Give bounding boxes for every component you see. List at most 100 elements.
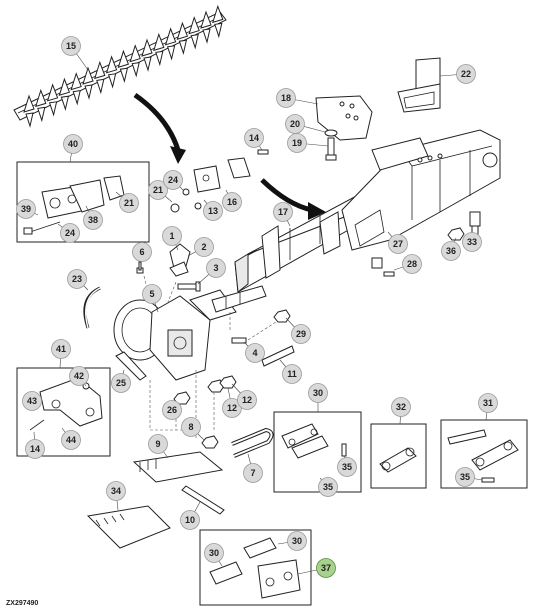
main-frame-tube <box>234 193 371 293</box>
sickle-tooth <box>153 32 165 52</box>
callout-bubble <box>478 393 498 413</box>
callout-number: 26 <box>167 405 177 415</box>
bolt-19 <box>324 129 338 161</box>
callout-bubble <box>243 463 263 483</box>
rod-10 <box>181 485 225 515</box>
callout-bubble <box>163 170 183 190</box>
skid-plate-34 <box>86 505 171 549</box>
sickle-bar <box>13 4 227 128</box>
callout-number: 31 <box>483 398 493 408</box>
callout-bubble <box>245 343 265 363</box>
sickle-guard <box>202 28 211 44</box>
callout-32: 32 <box>391 397 411 425</box>
callout-30: 30 <box>308 383 328 412</box>
sickle-guard <box>96 78 105 95</box>
callout-bubble <box>181 417 201 437</box>
clip-23 <box>83 286 101 329</box>
callout-bubble <box>441 241 461 261</box>
callout-number: 34 <box>111 486 121 496</box>
callout-25: 25 <box>111 369 131 393</box>
sickle-guard <box>214 22 223 39</box>
callout-35: 35 <box>337 455 357 477</box>
callout-number: 23 <box>72 274 82 284</box>
gearbox-housing <box>113 289 237 381</box>
callout-44: 44 <box>61 427 81 450</box>
callout-bubble <box>273 202 293 222</box>
sickle-guard <box>131 62 140 78</box>
callout-number: 9 <box>155 439 160 449</box>
callout-number: 25 <box>116 378 126 388</box>
callout-15: 15 <box>61 36 89 71</box>
callout-bubble <box>61 430 81 450</box>
detail-box-32 <box>370 423 427 489</box>
sickle-tooth <box>23 94 35 113</box>
callout-number: 4 <box>252 348 257 358</box>
callout-number: 17 <box>278 207 288 217</box>
callout-bubble <box>63 134 83 154</box>
callout-number: 18 <box>281 93 291 103</box>
callout-39: 39 <box>16 199 39 219</box>
callout-number: 1 <box>169 231 174 241</box>
callout-bubble <box>285 114 305 134</box>
sickle-guard <box>166 45 176 61</box>
sickle-guard <box>60 95 70 112</box>
callout-35: 35 <box>318 477 338 497</box>
callout-9: 9 <box>148 434 169 459</box>
callout-bubble <box>276 88 296 108</box>
callout-bubble <box>194 237 214 257</box>
callout-bubble <box>132 242 152 262</box>
callout-number: 11 <box>287 369 297 379</box>
callout-bubble <box>60 223 80 243</box>
bolt-25 <box>115 351 147 381</box>
callout-number: 16 <box>227 197 237 207</box>
callout-number: 5 <box>149 289 154 299</box>
callout-bubble <box>16 199 36 219</box>
callout-number: 12 <box>227 403 237 413</box>
callout-number: 24 <box>65 228 75 238</box>
callout-10: 10 <box>180 501 201 530</box>
callout-number: 30 <box>292 536 302 546</box>
callout-number: 35 <box>342 462 352 472</box>
callout-number: 14 <box>30 444 40 454</box>
callout-16: 16 <box>222 189 242 212</box>
callout-number: 30 <box>209 548 219 558</box>
callout-34: 34 <box>106 481 126 511</box>
callout-number: 33 <box>467 237 477 247</box>
callout-12: 12 <box>231 383 257 410</box>
callout-bubble <box>237 390 257 410</box>
callout-number: 19 <box>292 138 302 148</box>
callout-27: 27 <box>387 231 408 254</box>
sickle-tooth <box>212 4 224 24</box>
callout-bubble <box>337 457 357 477</box>
callout-number: 35 <box>460 472 470 482</box>
callout-7: 7 <box>243 453 263 483</box>
sickle-tooth <box>141 38 153 57</box>
callout-bubble <box>203 201 223 221</box>
upper-frame <box>341 129 501 251</box>
callout-bubble <box>111 373 131 393</box>
callout-number: 14 <box>249 133 259 143</box>
callout-number: 21 <box>153 185 163 195</box>
callout-18: 18 <box>276 88 319 108</box>
callout-bubble <box>456 64 476 84</box>
sickle-tooth <box>105 55 118 74</box>
callout-bubble <box>106 481 126 501</box>
callout-number: 2 <box>201 242 206 252</box>
callout-2: 2 <box>187 237 214 257</box>
callout-number: 29 <box>296 329 306 339</box>
callout-14: 14 <box>244 128 264 151</box>
flow-arrows <box>133 92 326 220</box>
callout-layer: 1234567891011121213141415161718192021212… <box>16 36 498 578</box>
callout-bubble <box>391 397 411 417</box>
callout-bubble <box>206 258 226 278</box>
callout-24: 24 <box>163 170 184 191</box>
sickle-tooth <box>188 16 200 35</box>
callout-number: 12 <box>242 395 252 405</box>
callout-37: 37 <box>297 558 336 578</box>
skid-plate-9 <box>132 451 224 483</box>
callout-bubble <box>148 434 168 454</box>
sickle-tooth <box>200 10 212 29</box>
callout-bubble <box>162 226 182 246</box>
callout-number: 41 <box>56 344 66 354</box>
